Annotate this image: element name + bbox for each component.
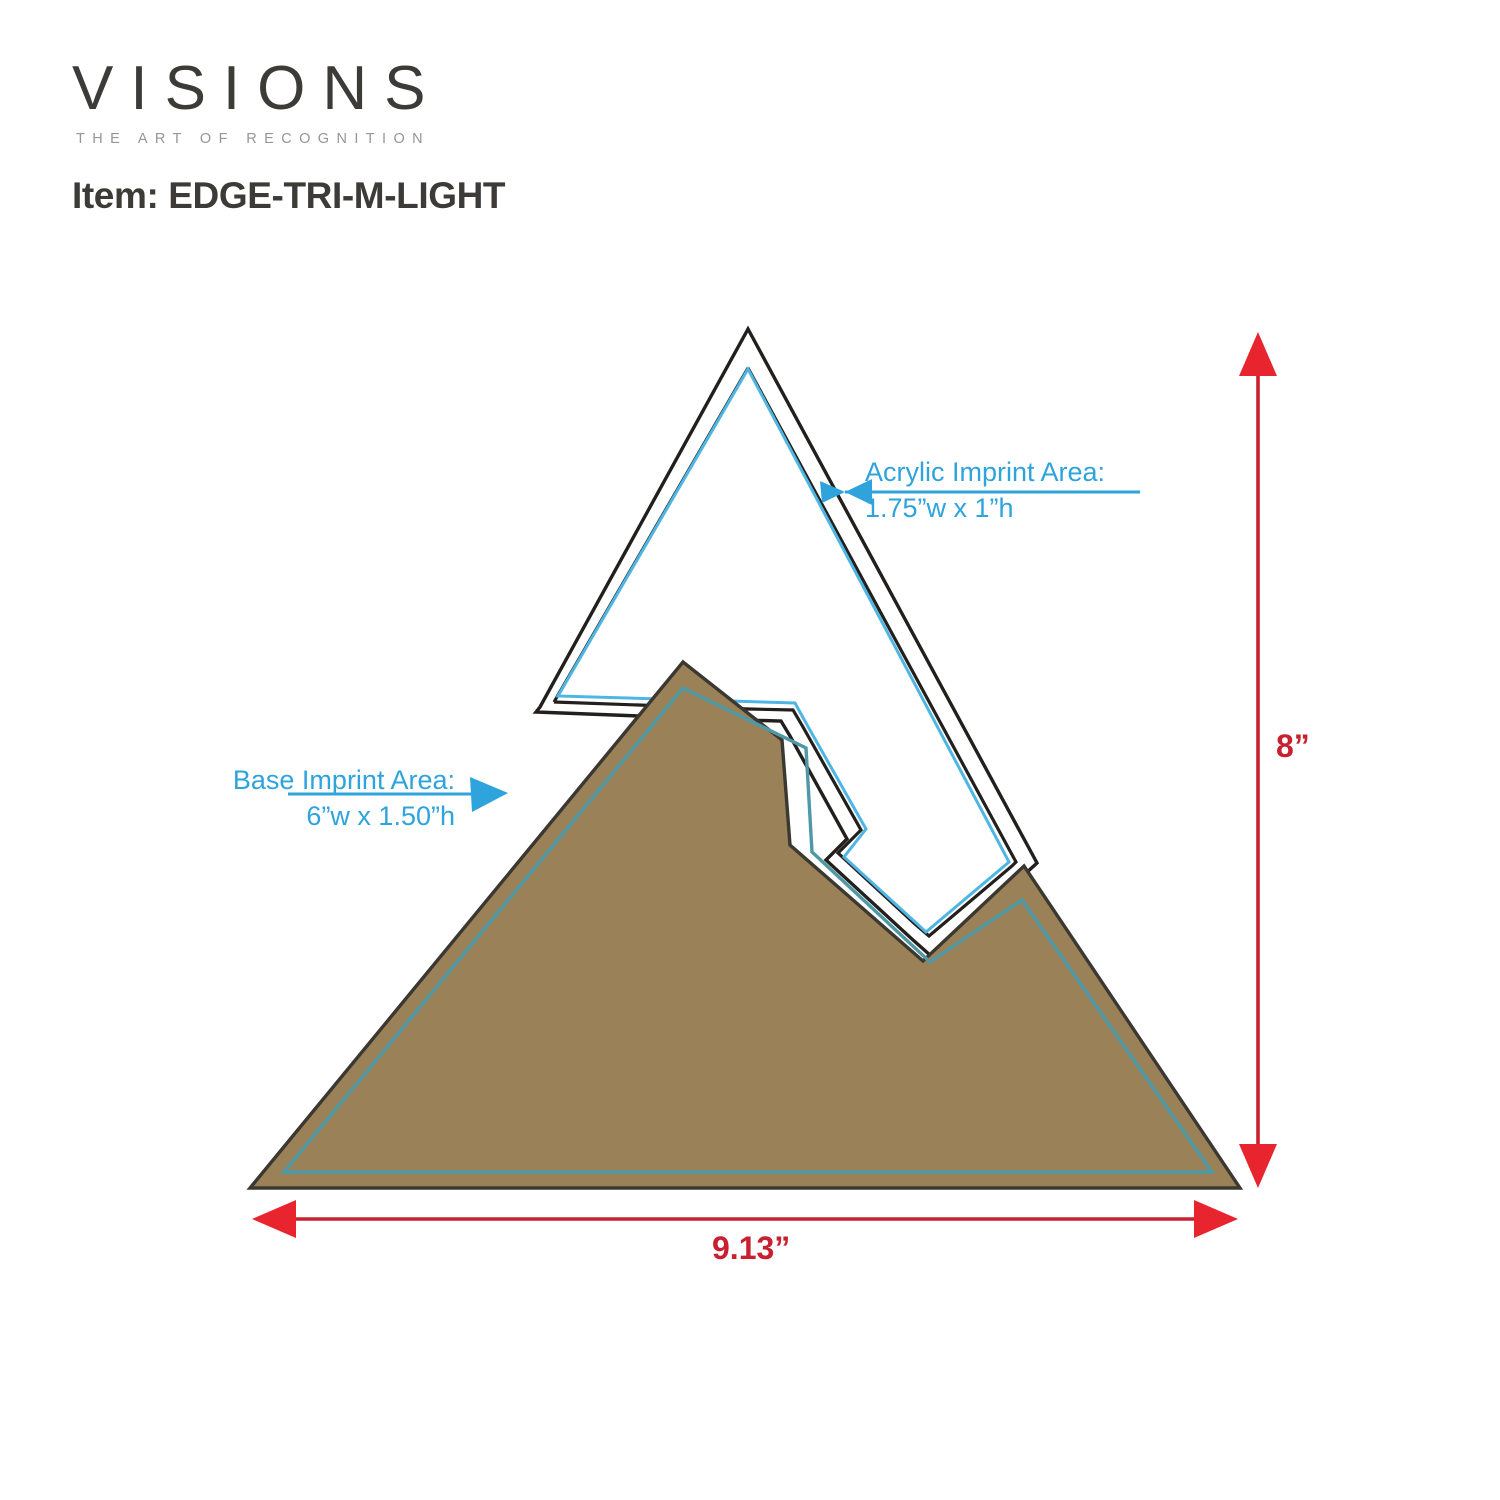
acrylic-callout-size: 1.75”w x 1”h [865, 492, 1014, 523]
page-title: Item: EDGE-TRI-M-LIGHT [72, 175, 506, 216]
vertical-dimension [1239, 332, 1277, 1188]
brand-wordmark: VISIONS [72, 54, 443, 123]
brand-logo: VISIONS THE ART OF RECOGNITION [72, 54, 832, 148]
base-callout-title: Base Imprint Area: [232, 765, 455, 795]
acrylic-imprint-callout: Acrylic Imprint Area: 1.75”w x 1”h [865, 455, 1105, 527]
acrylic-leader [820, 479, 1140, 505]
acrylic-callout-title: Acrylic Imprint Area: [865, 457, 1106, 487]
base-imprint-outline [280, 685, 1216, 1174]
base-leader [288, 777, 508, 812]
width-dimension-label: 9.13” [712, 1230, 791, 1266]
horizontal-dimension [252, 1200, 1238, 1238]
acrylic-inner-outline [553, 367, 1018, 939]
brand-tagline: THE ART OF RECOGNITION [76, 131, 431, 147]
base-imprint-callout: Base Imprint Area: 6”w x 1.50”h [205, 763, 455, 835]
height-dimension-label: 8” [1276, 728, 1310, 764]
base-callout-size: 6”w x 1.50”h [306, 800, 455, 831]
acrylic-imprint-outline [555, 365, 1011, 934]
base-shape [246, 659, 1244, 1190]
